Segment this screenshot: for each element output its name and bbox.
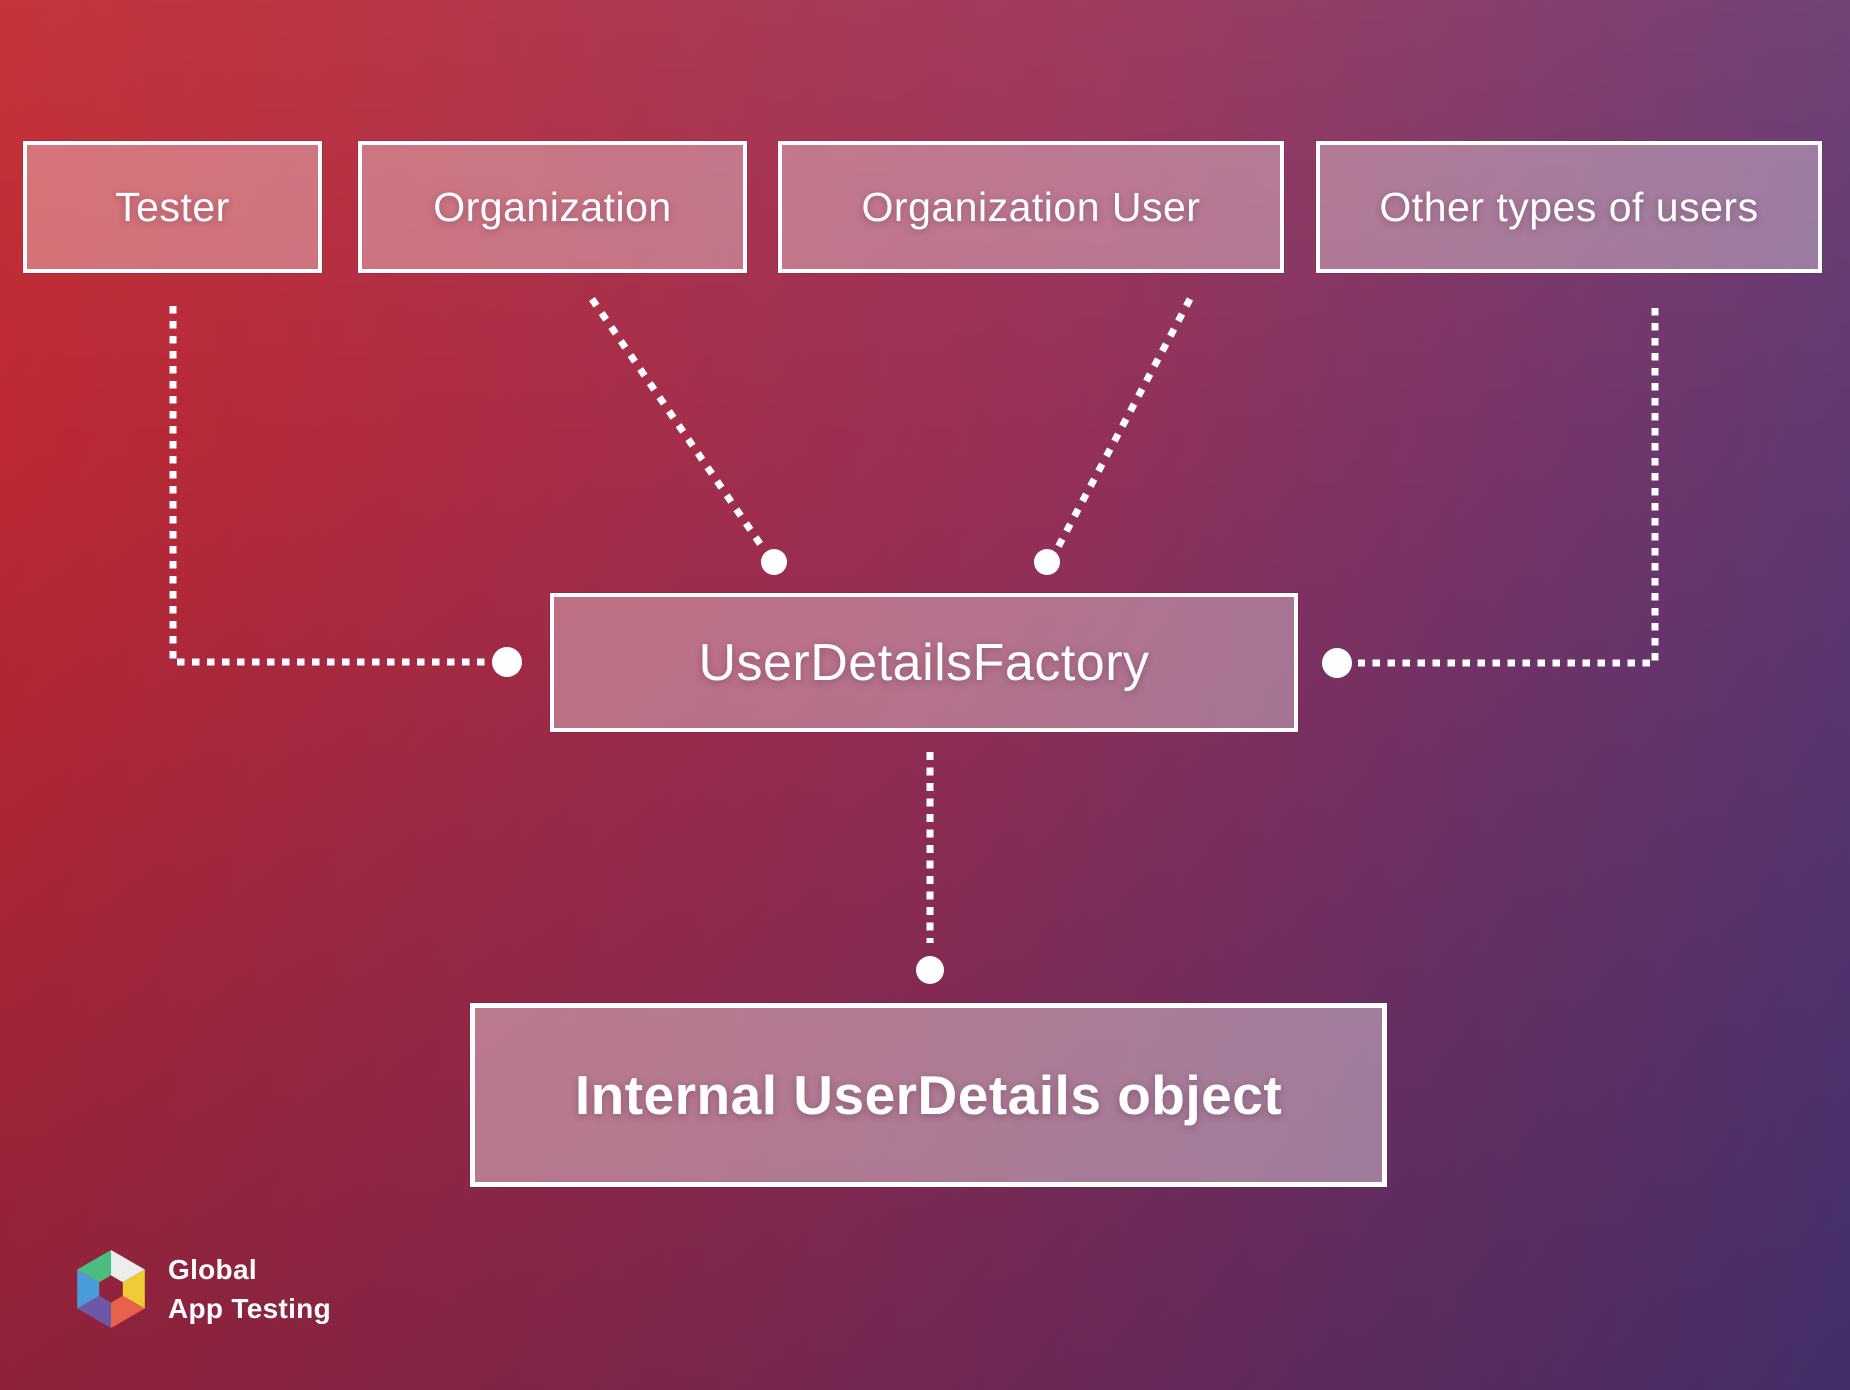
- global-app-testing-hexagon-icon: [77, 1250, 145, 1328]
- node-other-users-label: Other types of users: [1379, 183, 1759, 230]
- logo-line-2: App Testing: [168, 1293, 331, 1324]
- connector-endpoint-dot: [761, 549, 787, 575]
- node-tester: Tester: [23, 141, 322, 273]
- node-tester-label: Tester: [115, 183, 230, 230]
- logo-line-1: Global: [168, 1254, 257, 1285]
- connector-endpoint-dot: [492, 647, 522, 677]
- connector-organization-to-factory: [589, 297, 787, 575]
- node-user-details-factory: UserDetailsFactory: [550, 593, 1298, 732]
- connector-organization-user-to-factory: [1034, 297, 1194, 575]
- node-user-details-factory-label: UserDetailsFactory: [698, 633, 1150, 692]
- logo-wordmark: Global App Testing: [168, 1250, 331, 1328]
- node-organization-label: Organization: [433, 183, 672, 230]
- node-organization-user: Organization User: [778, 141, 1284, 273]
- node-organization-user-label: Organization User: [861, 183, 1201, 230]
- node-organization: Organization: [358, 141, 747, 273]
- node-internal-user-details-object-label: Internal UserDetails object: [574, 1064, 1283, 1126]
- connector-endpoint-dot: [1034, 549, 1060, 575]
- connector-factory-to-result: [916, 752, 944, 984]
- global-app-testing-logo: Global App Testing: [72, 1250, 331, 1328]
- connector-tester-to-factory: [169, 306, 522, 677]
- connector-endpoint-dot: [1322, 648, 1352, 678]
- connector-endpoint-dot: [916, 956, 944, 984]
- node-internal-user-details-object: Internal UserDetails object: [470, 1003, 1387, 1187]
- connector-other-users-to-factory: [1322, 308, 1659, 678]
- node-other-users: Other types of users: [1316, 141, 1822, 273]
